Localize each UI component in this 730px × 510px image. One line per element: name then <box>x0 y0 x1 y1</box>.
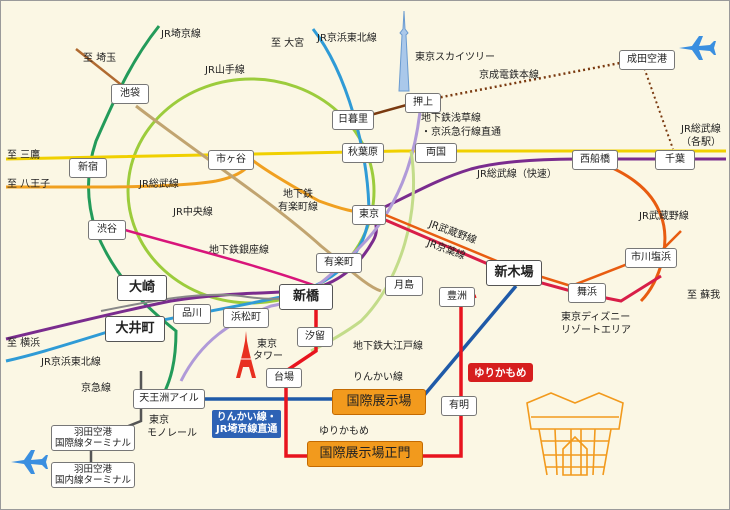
station-shiodome[interactable]: 汐留 <box>297 327 333 347</box>
station-nishifunabashi[interactable]: 西船橋 <box>572 150 618 170</box>
station-tennozu[interactable]: 天王洲アイル <box>133 389 205 409</box>
station-ariake[interactable]: 有明 <box>441 396 477 416</box>
terminal-name-line1: 羽田空港 <box>73 426 112 438</box>
label-jr-keihin-tohoku: JR京浜東北線 <box>317 33 377 44</box>
label-to-hachioji: 至 八王子 <box>7 179 51 190</box>
airplane-icon <box>11 450 48 474</box>
label-toei-asakusa: 地下鉄浅草線 <box>421 113 481 124</box>
ginza-line <box>110 224 317 288</box>
tokyo-tower-icon <box>236 331 256 378</box>
yokosuka-line <box>5 212 378 341</box>
label-to-omiya: 至 大宮 <box>271 38 305 49</box>
badge-yurikamome: ゆりかもめ <box>468 363 533 382</box>
station-chiba[interactable]: 千葉 <box>655 150 695 170</box>
label-jr-saikyo: JR埼京線 <box>161 29 201 40</box>
station-shinkiba[interactable]: 新木場 <box>486 260 542 286</box>
station-oshiage[interactable]: 押上 <box>405 93 441 113</box>
airplane-icon <box>679 36 716 60</box>
label-ginza-line: 地下鉄銀座線 <box>209 245 269 256</box>
label-yurakucho-line: 地下鉄 <box>283 189 313 200</box>
label-jr-yamanote: JR山手線 <box>205 65 245 76</box>
saikyo-line <box>87 25 178 400</box>
label-jr-sobu-local-note: （各駅） <box>681 137 721 148</box>
station-tokyo[interactable]: 東京 <box>352 205 386 225</box>
label-tokyo-tower-2: タワー <box>253 351 283 362</box>
label-toei-asakusa-direct: ・京浜急行線直通 <box>421 127 501 138</box>
station-kokusai-tenjijo[interactable]: 国際展示場 <box>332 389 426 415</box>
station-ichigaya[interactable]: 市ヶ谷 <box>208 150 254 170</box>
station-shinagawa[interactable]: 品川 <box>173 304 211 324</box>
label-keisei-main: 京成電鉄本線 <box>479 70 539 81</box>
terminal-name-line2: 国内線ターミナル <box>55 475 132 486</box>
label-to-yokohama: 至 横浜 <box>7 338 41 349</box>
station-toyosu[interactable]: 豊洲 <box>439 287 475 307</box>
narita-connector <box>640 58 674 150</box>
station-shinbashi[interactable]: 新橋 <box>279 284 333 310</box>
label-rinkai: りんかい線 <box>353 372 403 383</box>
label-tokyo-monorail: 東京 <box>149 415 169 426</box>
label-jr-sobu: JR総武線 <box>139 179 179 190</box>
sobu-rapid-line <box>370 157 726 215</box>
label-to-soga: 至 蘇我 <box>687 290 721 301</box>
station-daiba[interactable]: 台場 <box>266 368 302 388</box>
keisei-line <box>420 57 642 103</box>
station-kokusai-tenjijo-seimon[interactable]: 国際展示場正門 <box>307 441 423 467</box>
label-tokyo-monorail-2: モノレール <box>147 428 197 439</box>
skytree-icon <box>398 11 410 92</box>
station-shibuya[interactable]: 渋谷 <box>88 220 126 240</box>
label-to-saitama: 至 埼玉 <box>83 53 117 64</box>
label-jr-sobu-rapid: JR総武線（快速） <box>477 169 557 180</box>
badge-rinkai-direct: りんかい線・ JR埼京線直通 <box>212 410 282 438</box>
station-ikebukuro[interactable]: 池袋 <box>111 84 149 104</box>
badge-rinkai-line2: JR埼京線直通 <box>216 424 278 435</box>
label-disney: 東京ディズニー <box>561 312 631 323</box>
station-haneda-domestic[interactable]: 羽田空港 国内線ターミナル <box>51 462 135 488</box>
yurakucho-subway <box>135 104 382 293</box>
big-sight-icon <box>526 392 624 476</box>
station-hamamatsucho[interactable]: 浜松町 <box>223 308 269 328</box>
label-keikyu: 京急線 <box>81 383 111 394</box>
label-jr-keihin-tohoku-south: JR京浜東北線 <box>41 357 101 368</box>
terminal-name-line2: 国際線ターミナル <box>55 438 132 449</box>
station-oimachi[interactable]: 大井町 <box>105 316 165 342</box>
badge-rinkai-line1: りんかい線・ <box>216 412 277 423</box>
label-jr-musashino-east: JR武蔵野線 <box>639 211 689 222</box>
station-yurakucho[interactable]: 有楽町 <box>316 253 362 273</box>
station-shinjuku[interactable]: 新宿 <box>69 158 107 178</box>
station-akihabara[interactable]: 秋葉原 <box>342 143 384 163</box>
label-yurakucho-line-2: 有楽町線 <box>278 202 318 213</box>
station-osaki[interactable]: 大崎 <box>117 275 167 301</box>
label-disney-2: リゾートエリア <box>561 325 631 336</box>
station-ichikawashiohama[interactable]: 市川塩浜 <box>625 248 677 268</box>
label-tokyo-tower: 東京 <box>257 339 277 350</box>
label-jr-sobu-local: JR総武線 <box>681 124 721 135</box>
station-narita[interactable]: 成田空港 <box>619 50 675 70</box>
label-oedo-line: 地下鉄大江戸線 <box>353 341 423 352</box>
label-jr-chuo: JR中央線 <box>173 207 213 218</box>
label-tokyo-skytree: 東京スカイツリー <box>415 52 495 63</box>
station-tsukishima[interactable]: 月島 <box>385 276 423 296</box>
station-maihama[interactable]: 舞浜 <box>568 283 606 303</box>
terminal-name-line1: 羽田空港 <box>73 463 112 475</box>
label-yurikamome: ゆりかもめ <box>319 426 369 437</box>
station-haneda-international[interactable]: 羽田空港 国際線ターミナル <box>51 425 135 451</box>
label-to-mitaka: 至 三鷹 <box>7 150 41 161</box>
station-nippori[interactable]: 日暮里 <box>332 110 374 130</box>
station-ryogoku[interactable]: 両国 <box>415 143 457 163</box>
